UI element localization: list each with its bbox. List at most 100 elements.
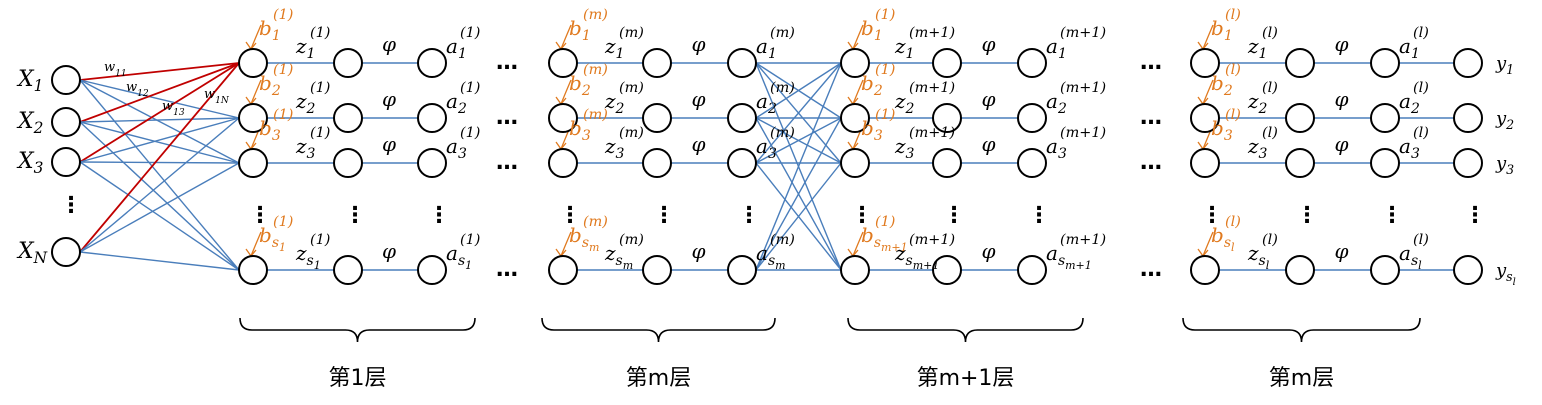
ellipsis: …: [1140, 105, 1162, 130]
activation-label: φ: [692, 32, 706, 56]
input-label: X1: [16, 67, 43, 95]
a-label-sup: (1): [460, 25, 480, 41]
activation-label: φ: [1335, 132, 1349, 156]
bias-label: b1: [569, 16, 591, 44]
z-node: [333, 148, 363, 178]
layer-brace: [847, 317, 1084, 343]
z-node: [932, 255, 962, 285]
bias-arrowhead: [847, 41, 859, 51]
a-label: asm+1: [1046, 241, 1092, 272]
output-node: [1453, 103, 1483, 133]
output-node: [1453, 48, 1483, 78]
bias-arrowhead: [245, 248, 257, 258]
nodes-layer: [51, 48, 1483, 285]
weight-edge: [79, 121, 240, 164]
bias-label: b2: [569, 71, 591, 99]
bias-node: [238, 255, 268, 285]
z-label: z2: [894, 89, 915, 117]
activation-label: φ: [692, 87, 706, 111]
layer-vdots: ⋮: [1201, 203, 1223, 228]
bias-arrowhead: [555, 248, 567, 258]
a-label-sup: (1): [460, 232, 480, 248]
bias-label-sup: (l): [1225, 62, 1241, 78]
inter-layer-edge: [755, 117, 842, 271]
bias-label-sup: (l): [1225, 107, 1241, 123]
output-node: [1453, 255, 1483, 285]
a-label: asm: [756, 241, 786, 272]
a-label: a2: [756, 89, 777, 117]
a-node: [1370, 48, 1400, 78]
z-label-sup: (l): [1262, 25, 1278, 41]
output-label: ysl: [1495, 260, 1516, 288]
bias-node: [548, 103, 578, 133]
bias-label: b1: [861, 16, 883, 44]
layer-title: 第m层: [1269, 366, 1334, 391]
layer-brace: [1182, 317, 1421, 343]
z-node: [642, 148, 672, 178]
z-node: [333, 103, 363, 133]
a-label: a1: [1046, 34, 1067, 62]
bias-node: [548, 48, 578, 78]
weight-edge-highlight: [79, 62, 240, 81]
weight-label: w13: [162, 99, 185, 118]
a-label-sup: (l): [1413, 80, 1429, 96]
layer-title: 第1层: [329, 366, 387, 391]
weight-label: w1N: [204, 87, 230, 106]
z-label: zsl: [1247, 241, 1270, 272]
layer-vdots: ⋮: [1381, 203, 1403, 228]
output-label: y2: [1495, 108, 1514, 132]
bias-label: b1: [259, 16, 281, 44]
a-label-sup: (1): [460, 125, 480, 141]
bias-node: [238, 103, 268, 133]
bias-label-sup: (m): [583, 214, 608, 230]
z-label-sup: (m+1): [909, 232, 955, 248]
bias-arrowhead: [555, 41, 567, 51]
bias-label: b3: [1211, 116, 1233, 144]
a-label-sup: (m): [770, 232, 795, 248]
a-label-sup: (m): [770, 125, 795, 141]
a-label-sup: (m): [770, 25, 795, 41]
inter-layer-edge: [755, 162, 842, 271]
bias-label: b2: [259, 71, 281, 99]
bias-node: [1190, 148, 1220, 178]
z-node: [1285, 48, 1315, 78]
bias-node: [1190, 48, 1220, 78]
z-label: z3: [1247, 134, 1268, 162]
a-label: a3: [446, 134, 467, 162]
z-label-sup: (1): [310, 125, 330, 141]
weight-label: w11: [104, 60, 127, 79]
a-label-sup: (m+1): [1060, 232, 1106, 248]
bias-label-sup: (1): [273, 62, 293, 78]
a-node: [1370, 255, 1400, 285]
a-node: [417, 255, 447, 285]
z-node: [932, 48, 962, 78]
layer-vdots: ⋮: [428, 203, 450, 228]
bias-arrowhead: [1197, 41, 1209, 51]
bias-label: bsm+1: [861, 223, 908, 254]
ellipsis: …: [1140, 150, 1162, 175]
a-node: [417, 103, 447, 133]
ellipsis: …: [496, 150, 518, 175]
z-node: [642, 255, 672, 285]
z-label: zs1: [295, 241, 321, 272]
bias-label-sup: (1): [273, 107, 293, 123]
activation-label: φ: [982, 239, 996, 263]
z-label-sup: (m): [619, 80, 644, 96]
weight-edge-highlight: [79, 62, 240, 163]
z-label: z2: [1247, 89, 1268, 117]
activation-label: φ: [1335, 87, 1349, 111]
a-label-sup: (1): [460, 80, 480, 96]
bias-label-sup: (m): [583, 107, 608, 123]
a-label-sup: (l): [1413, 232, 1429, 248]
weight-edge: [79, 79, 240, 164]
a-label: a1: [1399, 34, 1420, 62]
bias-node: [548, 255, 578, 285]
a-label-sup: (m): [770, 80, 795, 96]
bias-arrowhead: [1197, 96, 1209, 106]
input-node: [51, 65, 81, 95]
bias-label-sup: (m): [583, 62, 608, 78]
weight-edge-highlight: [79, 62, 240, 253]
input-node: [51, 147, 81, 177]
z-label-sup: (m+1): [909, 25, 955, 41]
z-label: zsm: [604, 241, 633, 272]
